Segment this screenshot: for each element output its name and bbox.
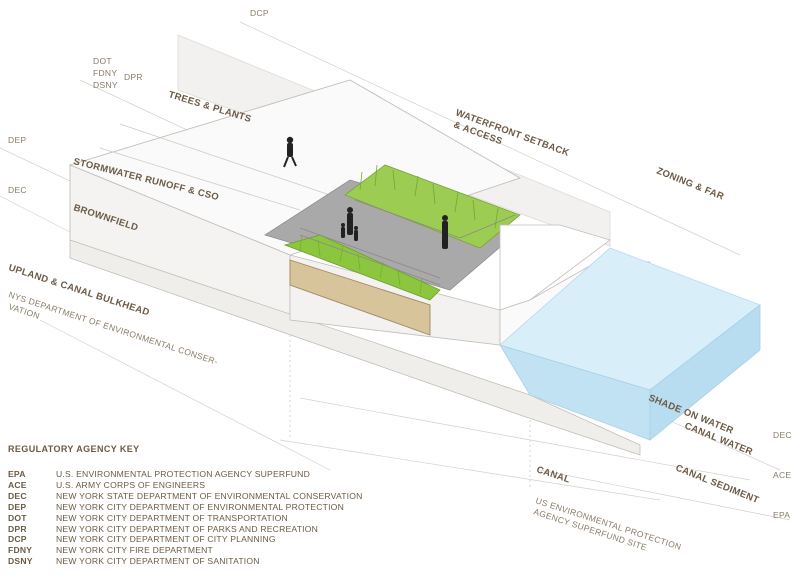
rear-planter <box>344 164 521 249</box>
railings <box>299 199 516 286</box>
key-name: U.S. ENVIRONMENTAL PROTECTION AGENCY SUP… <box>56 469 310 479</box>
key-abbr: DOT <box>8 512 27 523</box>
agency-right-epa: EPA <box>773 510 790 520</box>
key-row: DEP NEW YORK CITY DEPARTMENT OF ENVIRONME… <box>8 502 363 513</box>
key-abbr: DEP <box>8 501 27 512</box>
label-canal: CANAL <box>535 464 571 485</box>
agency-right-dec: DEC <box>773 430 792 440</box>
agency-dpr: DPR <box>124 72 143 82</box>
agency-fdny: FDNY <box>93 68 117 78</box>
key-name: NEW YORK CITY DEPARTMENT OF SANITATION <box>56 556 260 567</box>
key-row: DCP NEW YORK CITY DEPARTMENT OF CITY PLAN… <box>8 534 363 545</box>
agency-dep: DEP <box>8 135 26 145</box>
key-row: EPA U.S. ENVIRONMENTAL PROTECTION AGENCY … <box>8 469 363 480</box>
key-row: DEC NEW YORK STATE DEPARTMENT OF ENVIRONM… <box>8 491 363 502</box>
key-name: NEW YORK CITY FIRE DEPARTMENT <box>56 545 214 556</box>
key-title: REGULATORY AGENCY KEY <box>8 444 140 454</box>
key-row: DSNY NEW YORK CITY DEPARTMENT OF SANITATI… <box>8 556 363 567</box>
rear-grass <box>359 164 499 229</box>
sidewalk-edge <box>99 147 301 211</box>
agency-key-table: EPA U.S. ENVIRONMENTAL PROTECTION AGENCY … <box>8 469 363 567</box>
planter-soil <box>289 259 431 336</box>
key-abbr: DSNY <box>8 556 33 567</box>
key-name: NEW YORK CITY DEPARTMENT OF TRANSPORTATI… <box>56 512 288 523</box>
key-row: DOT NEW YORK CITY DEPARTMENT OF TRANSPORT… <box>8 513 363 524</box>
key-abbr: EPA <box>8 469 26 479</box>
key-name: NEW YORK STATE DEPARTMENT OF ENVIRONMENT… <box>56 490 363 501</box>
key-row: ACE U.S. ARMY CORPS OF ENGINEERS <box>8 480 363 491</box>
step-block <box>499 224 611 311</box>
key-row: DPR NEW YORK CITY DEPARTMENT OF PARKS AND… <box>8 524 363 535</box>
agency-dcp: DCP <box>250 8 269 18</box>
label-zoning: ZONING & FAR <box>655 166 726 203</box>
key-name: U.S. ARMY CORPS OF ENGINEERS <box>56 479 206 490</box>
key-name: NEW YORK CITY DEPARTMENT OF PARKS AND RE… <box>56 523 319 534</box>
key-name: NEW YORK CITY DEPARTMENT OF CITY PLANNIN… <box>56 534 276 545</box>
agency-dsny: DSNY <box>93 80 118 90</box>
agency-dec: DEC <box>8 185 27 195</box>
agency-right-ace: ACE <box>773 470 791 480</box>
key-abbr: DEC <box>8 490 27 501</box>
key-abbr: FDNY <box>8 545 33 556</box>
agency-dot: DOT <box>93 56 112 66</box>
key-abbr: DCP <box>8 534 27 545</box>
key-name: NEW YORK CITY DEPARTMENT OF ENVIRONMENTA… <box>56 501 344 512</box>
key-abbr: ACE <box>8 479 27 490</box>
sidewalk-edge-2 <box>119 123 331 196</box>
key-abbr: DPR <box>8 523 27 534</box>
people <box>283 136 448 249</box>
key-row: FDNY NEW YORK CITY FIRE DEPARTMENT <box>8 545 363 556</box>
canal-water-side <box>649 304 761 441</box>
